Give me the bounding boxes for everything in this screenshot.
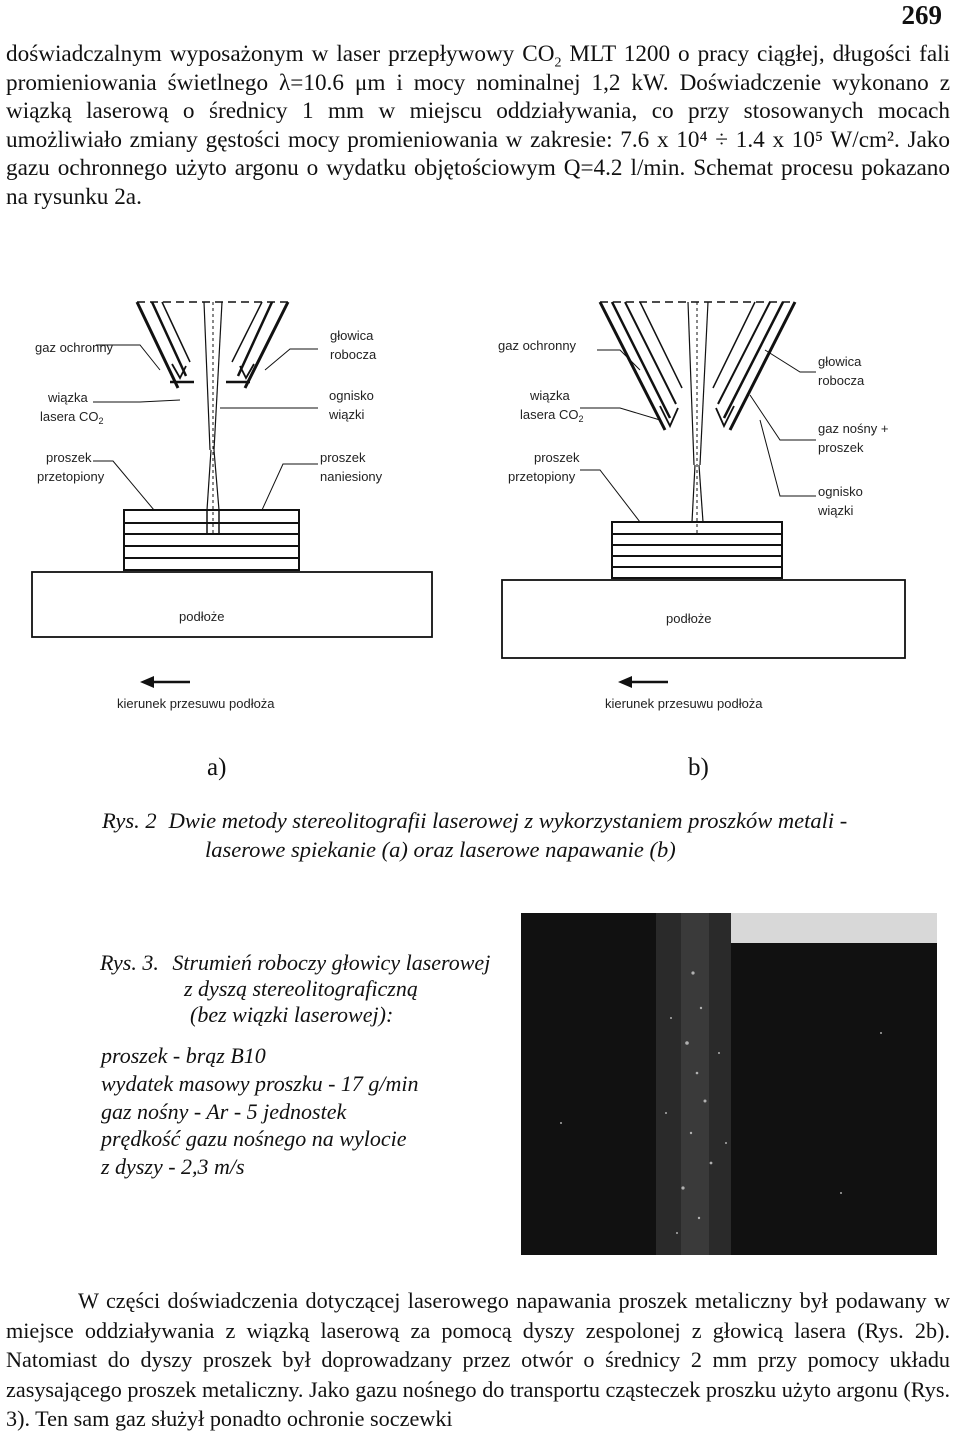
spec-powder: proszek - brąz B10 [101,1043,266,1068]
para-bottom-line-1: W części doświadczenia dotyczącej lasero… [78,1288,828,1313]
figure-3-caption-line3: (bez wiązki laserowej): [190,1002,394,1027]
label-direction-b: kierunek przesuwu podłoża [605,696,763,711]
figure-2-caption-line2: laserowe spiekanie (a) oraz laserowe nap… [205,837,676,862]
figure-2-diagram: gaz ochronny wiązka lasera CO2 proszek p… [31,301,906,711]
label-head-a-line1: głowica [330,328,374,343]
label-focus-a-line2: wiązki [328,407,365,422]
page-number: 269 [901,0,943,30]
figure-2-caption-line1: Dwie metody stereolitografii laserowej z… [168,808,848,833]
paragraph-bottom: W części doświadczenia dotyczącej lasero… [6,1286,950,1434]
figure-3-photo [521,913,937,1255]
spec-gas-velocity: prędkość gazu nośnego na wylocie [101,1126,407,1152]
figure-3-spec-list: proszek - brąz B10 wydatek masowy proszk… [101,1042,501,1181]
label-beam-b-line1: wiązka [529,388,571,403]
figure-2a-labels: gaz ochronny wiązka lasera CO2 proszek p… [35,328,383,711]
spec-carrier-gas: gaz nośny - Ar - 5 jednostek [101,1098,347,1124]
figure-2-caption: Rys. 2 Dwie metody stereolitografii laser… [102,806,882,864]
label-head-a-line2: robocza [330,347,377,362]
label-melted-a-line1: proszek [46,450,92,465]
label-carrier-b-line2: proszek [818,440,864,455]
figure-2b-labels: gaz ochronny wiązka lasera CO2 proszek p… [498,338,888,711]
figure-2b-sublabel: b) [688,754,709,781]
paragraph-top: doświadczalnym wyposażonym w laser przep… [6,40,950,212]
para-top-line-1: doświadczalnym wyposażonym w laser przep… [6,41,825,71]
label-melted-b-line1: proszek [534,450,580,465]
label-substrate-a: podłoże [179,609,225,624]
para-top-line-6: Q=4.2 l/min. Schemat procesu pokazano na… [6,155,950,210]
para-top-line-5: 7.6 x 10⁴ ÷ 1.4 x 10⁵ W/cm². Jako gazu o… [6,126,950,182]
figure-2a-sublabel: a) [207,754,227,781]
label-direction-a: kierunek przesuwu podłoża [117,696,275,711]
label-shield-gas-a: gaz ochronny [35,340,114,355]
spec-gas-velocity-value: z dyszy - 2,3 m/s [101,1154,245,1180]
spec-mass-flow: wydatek masowy proszku - 17 g/min [101,1070,419,1096]
para-bottom-line-3: lasera (Rys. 2b). Natomiast do dyszy pro… [6,1317,950,1373]
figure-3-caption: Rys. 3. Strumień roboczy głowicy laserow… [100,950,500,1028]
para-top-line-2: długości fali promieniowania świetlnego … [6,41,950,96]
label-deposited-a-line1: proszek [320,450,366,465]
label-head-b-line1: głowica [818,354,862,369]
label-melted-b-line2: przetopiony [508,469,576,484]
label-focus-a-line1: ognisko [329,388,374,403]
para-bottom-line-5: cząsteczek proszku użyto argonu (Rys. 3)… [6,1376,950,1432]
figure-2a-schematic [31,301,433,688]
para-bottom-line-2: podawany w miejsce oddziaływania z wiązk… [6,1288,951,1343]
label-beam-a-line2: lasera CO2 [40,409,104,426]
figure-2b-schematic [501,301,906,688]
label-substrate-b: podłoże [666,611,712,626]
label-beam-b-line2: lasera CO2 [520,407,584,424]
label-focus-b-line2: wiązki [817,503,854,518]
label-deposited-a-line2: naniesiony [320,469,383,484]
para-bottom-line-4: przy pomocy układu zasysającego proszek … [6,1347,951,1402]
figure-3-caption-label: Rys. 3. [100,950,159,975]
para-top-line-4: przy stosowanych mocach umożliwiało zmia… [6,98,950,153]
label-carrier-b-line1: gaz nośny + [818,421,888,436]
label-head-b-line2: robocza [818,373,865,388]
para-top-line-3: Doświadczenie wykonano z wiązką laserową… [6,69,951,125]
figure-3-caption-line2: z dyszą stereolitograficzną [184,976,418,1001]
label-shield-gas-b: gaz ochronny [498,338,577,353]
label-melted-a-line2: przetopiony [37,469,105,484]
figure-3-caption-line1: Strumień roboczy głowicy laserowej [172,950,491,975]
figure-2-caption-label: Rys. 2 [102,808,157,833]
label-focus-b-line1: ognisko [818,484,863,499]
label-beam-a-line1: wiązka [47,390,89,405]
